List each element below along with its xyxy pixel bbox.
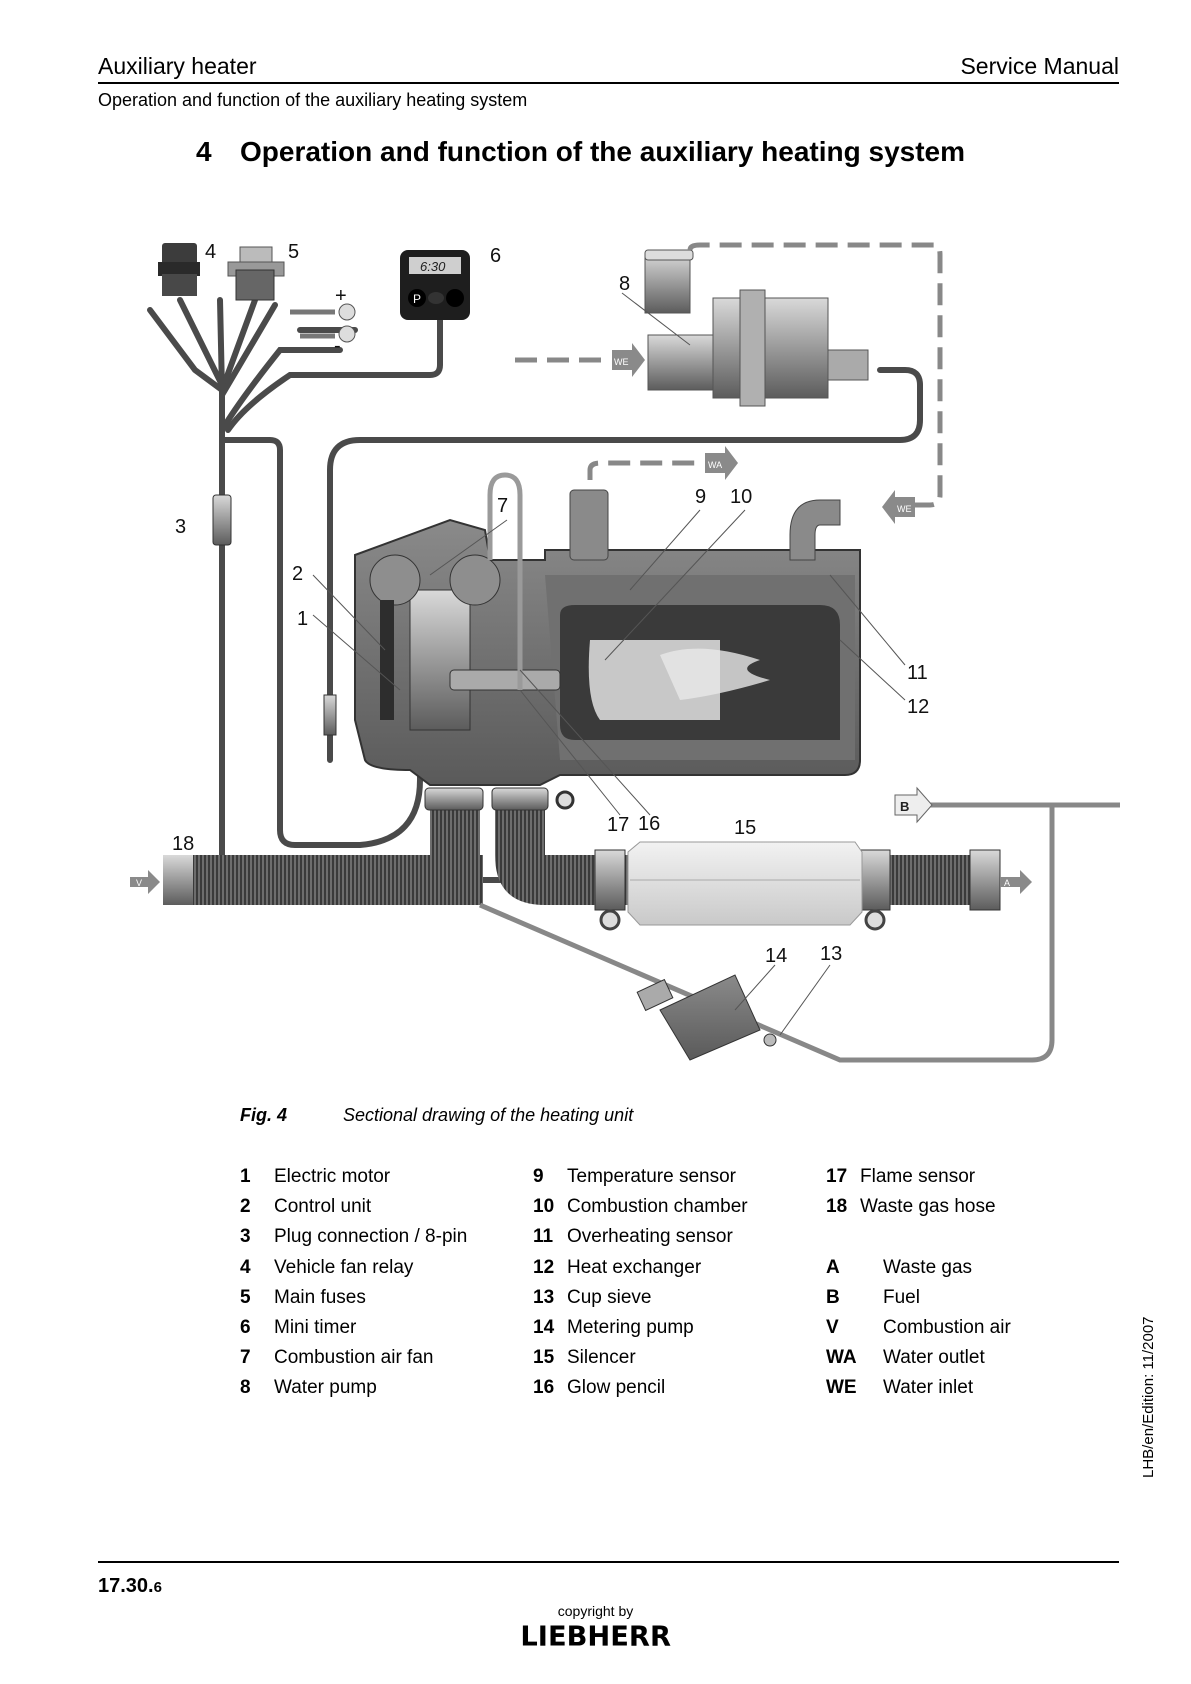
callout-5: 5: [288, 241, 299, 263]
flow-arrow-a: A: [1000, 870, 1032, 894]
svg-text:A: A: [1004, 878, 1010, 888]
svg-text:B: B: [900, 799, 909, 814]
callout-1: 1: [297, 608, 308, 630]
callout-6: 6: [490, 245, 501, 267]
water-pump: [644, 249, 869, 407]
figure-caption: Fig. 4 Sectional drawing of the heating u…: [240, 1105, 633, 1126]
callout-15: 15: [734, 817, 756, 839]
svg-text:WE: WE: [614, 357, 629, 367]
callout-13: 13: [820, 943, 842, 965]
callout-12: 12: [907, 696, 929, 718]
callout-8: 8: [619, 273, 630, 295]
callout-4: 4: [205, 241, 216, 263]
copyright-text: copyright by: [557, 1603, 634, 1619]
figure-label: Fig. 4: [240, 1105, 288, 1125]
battery-terminals: [290, 303, 356, 343]
callout-14: 14: [765, 945, 787, 967]
header-subtitle: Operation and function of the auxiliary …: [98, 90, 528, 110]
flow-arrow-we-top: WE: [612, 343, 645, 377]
section-title: Operation and function of the auxiliary …: [240, 136, 966, 167]
callout-10: 10: [730, 486, 752, 508]
callout-7: 7: [497, 495, 508, 517]
callout-3: 3: [175, 516, 186, 538]
vehicle-fan-relay: [158, 243, 200, 296]
flow-arrow-v: V: [130, 870, 160, 894]
svg-text:WE: WE: [897, 504, 912, 514]
section-number: 4: [196, 136, 212, 167]
flow-arrow-b: B: [894, 786, 933, 824]
fuel-line: [479, 802, 1120, 1063]
metering-pump: [636, 974, 777, 1061]
heater-unit: [354, 472, 861, 786]
svg-text:WA: WA: [708, 460, 722, 470]
callout-9: 9: [695, 486, 706, 508]
liebherr-logo: LIEBHERR: [520, 1621, 671, 1653]
callout-leaders: [312, 292, 906, 1036]
section-heading: 4 Operation and function of the auxiliary…: [196, 136, 965, 168]
plug-connection: [212, 494, 232, 546]
timer-p-button: P: [413, 292, 421, 306]
page-number: 17.30.6: [98, 1575, 162, 1597]
silencer: [599, 841, 886, 931]
heating-system-diagram: + - 6:30 P WE WA WE: [130, 241, 1120, 1063]
header-divider: [98, 82, 1119, 84]
flow-arrow-we-right: WE: [882, 490, 915, 524]
callout-18: 18: [172, 833, 194, 855]
callout-2: 2: [292, 563, 303, 585]
flow-arrow-wa: WA: [705, 446, 738, 480]
timer-display: 6:30: [420, 259, 446, 274]
footer-divider: [98, 1561, 1119, 1563]
main-fuses: [227, 246, 285, 301]
water-lines: [515, 242, 943, 508]
edition-note: LHB/en/Edition: 11/2007: [1140, 1316, 1157, 1478]
waste-gas-hose: [163, 787, 484, 905]
mini-timer: 6:30 P: [400, 250, 470, 320]
header-right-title: Service Manual: [960, 53, 1119, 79]
legend-spacer: [826, 1222, 1011, 1252]
svg-text:V: V: [136, 878, 142, 888]
header-left-title: Auxiliary heater: [98, 53, 257, 79]
callout-16: 16: [638, 813, 660, 835]
callout-11: 11: [907, 662, 928, 684]
figure-caption-text: Sectional drawing of the heating unit: [343, 1105, 634, 1125]
terminal-plus-label: +: [335, 285, 347, 307]
terminal-minus-label: -: [334, 335, 341, 357]
callout-17: 17: [607, 814, 629, 836]
